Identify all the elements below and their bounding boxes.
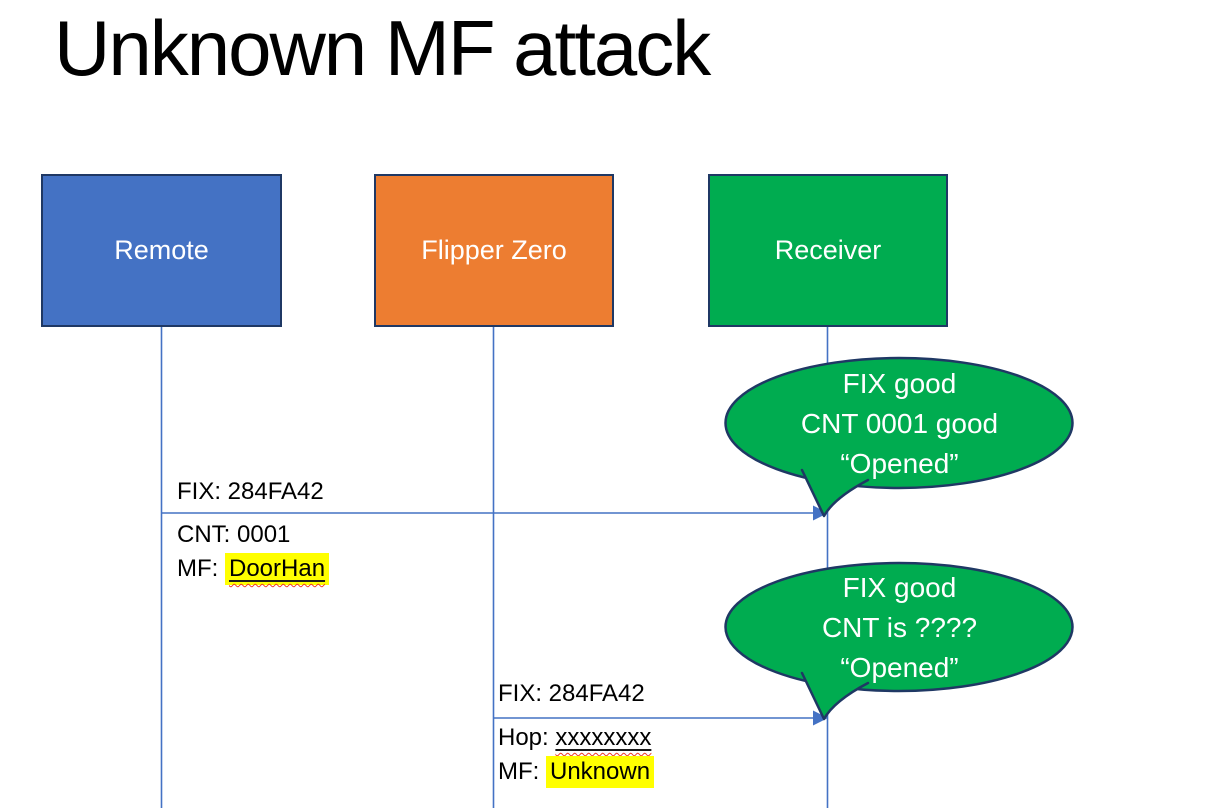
actor-box-receiver: Receiver [708,174,948,327]
actor-label-flipper-zero: Flipper Zero [421,235,567,265]
bubble2-ellipse [724,561,1074,693]
bubble1-tail [800,468,870,518]
message1-mf-value-highlight: DoorHan [225,553,330,585]
message2-hop-value: xxxxxxxx [555,724,652,751]
bubble1-line1: FIX good [842,368,957,399]
message2-hop-label: Hop: xxxxxxxx [498,723,651,753]
actor-label-receiver: Receiver [774,235,882,265]
bubble1-ellipse [724,356,1074,490]
message1-arrowhead-icon [813,505,828,521]
message1-mf-value: DoorHan [229,555,326,582]
actor-box-remote: Remote [41,174,282,327]
message1-mf-label: MF: DoorHan [177,553,330,585]
actor-box-flipper-zero: Flipper Zero [374,174,614,327]
bubble2-line1: FIX good [842,572,957,603]
bubble2-line3: “Opened” [840,652,959,683]
bubble1-line2: CNT 0001 good [800,408,999,439]
bubble2-text: FIX good CNT is ???? “Opened” [726,568,1073,688]
message2-fix-label: FIX: 284FA42 [498,680,645,707]
message2-hop-prefix: Hop: [498,724,556,751]
message2-hop-value-underline: xxxxxxxx [555,724,651,751]
actor-label-remote: Remote [114,235,209,265]
message2-arrowhead-icon [813,710,828,726]
bubble1-line3: “Opened” [840,448,959,479]
message2-mf-prefix: MF: [498,758,546,785]
message1-cnt-label: CNT: 0001 [177,521,291,548]
bubble1-text: FIX good CNT 0001 good “Opened” [726,364,1073,484]
message1-fix-label: FIX: 284FA42 [177,478,324,505]
bubble2-tail [800,671,870,721]
message2-mf-label: MF: Unknown [498,756,655,788]
message1-mf-prefix: MF: [177,555,225,582]
slide-title: Unknown MF attack [54,4,711,92]
message2-mf-value-highlight: Unknown [546,756,655,788]
message2-mf-value: Unknown [550,758,651,785]
bubble2-line2: CNT is ???? [821,612,978,643]
